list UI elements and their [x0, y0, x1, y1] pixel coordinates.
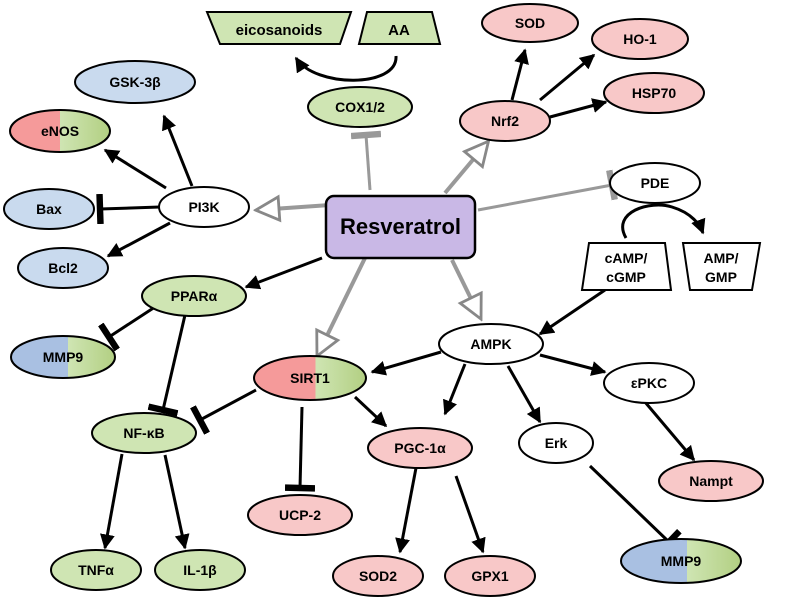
mmp9-left-label: MMP9 — [43, 349, 84, 365]
sod-label: SOD — [515, 15, 545, 31]
ho1-label: HO-1 — [623, 31, 657, 47]
edge-cox-aa-eicosanoids — [294, 55, 398, 82]
node-pgc1a: PGC-1α — [367, 427, 473, 469]
node-aa: AA — [357, 11, 442, 45]
node-hsp70: HSP70 — [603, 72, 705, 114]
aa-label: AA — [388, 22, 410, 39]
ampk-label: AMPK — [470, 336, 511, 352]
edges — [96, 48, 706, 556]
edge-ampk-pgc1a — [443, 363, 467, 416]
edge-ppara-mmp9 — [98, 303, 159, 352]
edge-nfkb-il1b — [163, 454, 190, 550]
edge-resv-nrf2 — [443, 143, 487, 195]
edge-resv-pi3k — [258, 205, 331, 210]
node-cox: COX1/2 — [307, 86, 413, 128]
amp-label-line2: GMP — [705, 269, 737, 285]
node-erk: Erk — [518, 422, 594, 464]
edge-resv-pde — [477, 169, 618, 212]
node-amp-gmp: AMP/ GMP — [681, 242, 762, 291]
ucp2-label: UCP-2 — [279, 507, 321, 523]
node-nampt: Nampt — [658, 460, 764, 502]
bcl2-label: Bcl2 — [48, 260, 78, 276]
nrf2-label: Nrf2 — [491, 113, 519, 129]
camp-label-line2: cGMP — [606, 269, 646, 285]
sirt1-label: SIRT1 — [290, 370, 330, 386]
node-camp-cgmp: cAMP/ cGMP — [580, 242, 673, 291]
node-gpx1: GPX1 — [444, 555, 536, 597]
erk-label: Erk — [545, 435, 568, 451]
tnfa-label: TNFα — [78, 562, 114, 578]
node-epkc: εPKC — [603, 362, 695, 404]
pgc1a-label: PGC-1α — [394, 440, 446, 456]
ppara-label: PPARα — [171, 288, 218, 304]
edge-sirt1-pgc1a — [353, 395, 388, 428]
gsk3b-label: GSK-3β — [109, 74, 161, 90]
node-gsk3b: GSK-3β — [74, 60, 196, 104]
amp-label-line1: AMP/ — [704, 250, 739, 266]
epkc-label: εPKC — [631, 375, 667, 391]
node-ho1: HO-1 — [591, 18, 689, 60]
pi3k-label: PI3K — [188, 199, 219, 215]
edge-ppara-nfkb — [147, 314, 187, 417]
node-sod2: SOD2 — [332, 555, 424, 597]
node-il1b: IL-1β — [154, 549, 246, 591]
pde-label: PDE — [641, 175, 670, 191]
edge-sirt1-ucp2 — [284, 406, 316, 492]
edge-pgc1a-sod2 — [395, 467, 418, 554]
gpx1-label: GPX1 — [471, 568, 509, 584]
eicosanoids-label: eicosanoids — [236, 22, 323, 39]
camp-label-line1: cAMP/ — [605, 250, 648, 266]
node-nfkb: NF-κB — [91, 412, 197, 454]
node-pi3k: PI3K — [158, 186, 250, 228]
mmp9-right-label: MMP9 — [661, 553, 702, 569]
node-tnfa: TNFα — [50, 549, 142, 591]
cox-label: COX1/2 — [335, 99, 385, 115]
node-sod: SOD — [481, 3, 579, 43]
node-ampk: AMPK — [438, 323, 544, 365]
node-ppara: PPARα — [141, 275, 247, 317]
il1b-label: IL-1β — [183, 562, 217, 578]
node-mmp9-left: MMP9 — [10, 335, 116, 379]
edge-pi3k-gsk3b — [162, 114, 194, 187]
edge-camp-ampk — [538, 288, 606, 336]
node-sirt1: SIRT1 — [253, 355, 367, 401]
node-bcl2: Bcl2 — [17, 247, 109, 289]
edge-nrf2-hsp70 — [549, 98, 608, 119]
node-eicosanoids: eicosanoids — [205, 11, 353, 45]
bax-label: Bax — [36, 201, 62, 217]
node-enos: eNOS — [9, 109, 111, 153]
edge-pi3k-bcl2 — [106, 221, 171, 258]
edge-resv-ampk — [450, 259, 480, 317]
edge-ampk-erk — [506, 365, 542, 424]
node-nrf2: Nrf2 — [459, 100, 551, 142]
edge-ampk-epkc — [539, 353, 607, 376]
edge-sirt1-nfkb — [190, 388, 257, 435]
node-bax: Bax — [3, 188, 95, 230]
edge-nrf2-sod — [510, 48, 529, 101]
edge-nrf2-ho1 — [539, 53, 596, 102]
edge-ampk-sirt1 — [370, 350, 442, 376]
edge-resv-ppara — [244, 256, 323, 290]
enos-label: eNOS — [41, 123, 79, 139]
sod2-label: SOD2 — [359, 568, 397, 584]
node-resveratrol: Resveratrol — [324, 194, 477, 260]
edge-pi3k-bax — [96, 193, 161, 225]
edge-resv-cox — [350, 130, 382, 191]
nodes: Resveratrol eicosanoids AA cAMP/ cGMP AM… — [3, 3, 764, 597]
edge-pgc1a-gpx1 — [454, 475, 486, 554]
node-mmp9-right: MMP9 — [620, 538, 742, 584]
edge-pde-camp-amp — [621, 203, 706, 239]
edge-pi3k-enos — [103, 148, 167, 190]
node-ucp2: UCP-2 — [247, 494, 353, 536]
nampt-label: Nampt — [689, 473, 733, 489]
node-pde: PDE — [609, 162, 701, 204]
edge-resv-sirt1 — [318, 257, 367, 354]
nfkb-label: NF-κB — [123, 425, 164, 441]
hsp70-label: HSP70 — [632, 85, 677, 101]
edge-epkc-nampt — [643, 401, 696, 462]
edge-nfkb-tnfa — [100, 453, 124, 550]
edge-erk-mmp9 — [588, 464, 682, 556]
resveratrol-label: Resveratrol — [340, 214, 461, 239]
